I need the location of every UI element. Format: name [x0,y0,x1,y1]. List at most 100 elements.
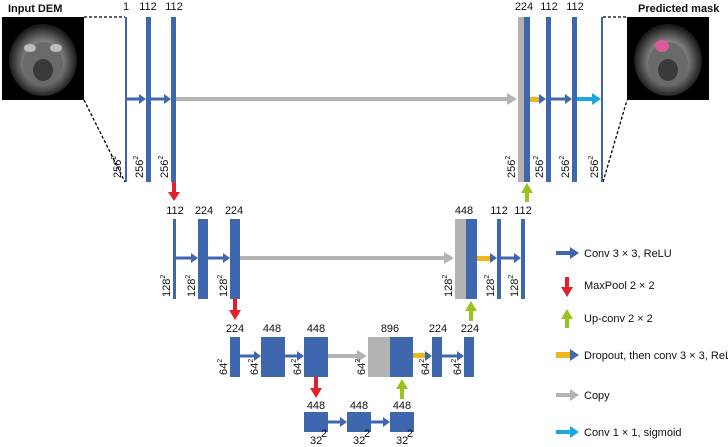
resolution-label: 2562 [533,156,546,178]
block-l0-output [601,17,603,182]
input-label: Input DEM [8,3,62,15]
res-l1-b: 1282 [185,275,198,297]
block-l3-pool [304,412,328,432]
ch-l0-0: 1 [123,1,129,13]
block-l1-conv3 [497,219,501,299]
legend-label-copy: Copy [584,390,610,402]
gray-arrowhead-icon [570,389,579,401]
pool-arrowhead [310,388,322,398]
block-l3-conv1 [347,412,371,432]
res-l0-b: 2562 [133,156,146,178]
resolution-exponent: 2 [451,359,458,363]
ch-l1-3: 448 [455,205,473,217]
ch-l1-1: 224 [195,205,213,217]
res-l3-b-base: 32 [353,435,365,447]
res-l1-d: 1282 [442,275,455,297]
resolution-label: 1282 [508,275,521,297]
legend-label-sigmoid: Conv 1 × 1, sigmoid [584,427,682,439]
ch-l2-1: 448 [263,323,281,335]
resolution-label: 2562 [505,156,518,178]
ch-l2-3: 896 [381,323,399,335]
resolution-label: 2562 [133,156,146,178]
resolution-label: 1282 [442,275,455,297]
dropout-arrowhead [490,253,497,263]
res-l2-b: 642 [248,359,261,375]
res-l0-e: 2562 [533,156,546,178]
resolution-label: 2562 [158,156,171,178]
block-l1-pool [173,219,176,299]
block-l0-copy [518,17,524,182]
res-l2-e: 642 [419,359,432,375]
ch-l1-4: 112 [490,205,508,217]
conv-arrowhead [514,253,521,263]
output-mri-image [627,17,709,100]
block-l0-up [524,17,530,182]
ch-l1-5: 112 [514,205,532,217]
block-l2-up [390,337,413,377]
res-l3-a-base: 32 [310,435,322,447]
legend: Conv 3 × 3, ReLU MaxPool 2 × 2 Up-conv 2… [556,247,728,439]
resolution-exponent: 2 [442,275,449,279]
conv-arrowhead [139,94,146,104]
resolution-exponent: 2 [355,359,362,363]
block-l0-conv4 [572,17,577,182]
legend-item-maxpool: MaxPool 2 × 2 [561,277,655,297]
ch-l3-0: 448 [307,400,325,412]
ch-l1-2: 224 [225,205,243,217]
resolution-label: 1282 [160,275,173,297]
green-arrowhead-icon [561,309,573,319]
res-l3-c: 32 2 [396,428,413,447]
resolution-exponent: 2 [588,156,595,160]
res-l3-a: 32 2 [310,428,327,447]
copy-arrowhead [507,93,517,105]
block-l0-input [125,17,127,182]
pool-arrowhead [168,192,180,201]
res-l1-f: 1282 [508,275,521,297]
copy-arrowhead [444,252,454,264]
ch-l0-3: 224 [515,1,533,13]
resolution-exponent: 2 [248,359,255,363]
conv-arrowhead [383,417,390,427]
dropout-arrow-tail [413,353,425,358]
resolution-exponent: 2 [533,156,540,160]
ch-l1-0: 112 [166,205,184,217]
block-l0-conv3 [546,17,551,182]
dropout-arrow-tail [530,97,539,102]
ch-l0-1: 112 [139,1,157,13]
conv-arrowhead [457,351,464,361]
legend-item-dropout: Dropout, then conv 3 × 3, ReLU [556,349,728,362]
ch-l0-4: 112 [540,1,558,13]
cyan-arrowhead-icon [570,426,579,438]
input-connector-bottom [83,99,126,183]
resolution-exponent: 2 [185,275,192,279]
block-l2-conv3 [432,337,442,377]
resolution-exponent: 2 [111,156,118,160]
res-l1-e: 1282 [484,275,497,297]
resolution-label: 642 [355,359,368,375]
conv-arrowhead [297,351,304,361]
ch-l0-2: 112 [165,1,183,13]
block-l1-conv1 [198,219,208,299]
conv-arrowhead [191,253,198,263]
block-l0-conv1 [146,17,151,182]
resolution-exponent: 2 [505,156,512,160]
resolution-label: 642 [451,359,464,375]
res-l2-f: 642 [451,359,464,375]
upconv-arrowhead [521,183,533,193]
block-l1-up [466,219,477,299]
res-l3-c-base: 32 [396,435,408,447]
res-l1-a: 1282 [160,275,173,297]
upconv-arrowhead [396,379,408,389]
block-l1-copy [455,219,466,299]
block-l3-conv2 [390,412,414,432]
resolution-exponent: 2 [484,275,491,279]
output-label: Predicted mask [638,3,720,15]
resolution-exponent: 2 [419,359,426,363]
block-l2-pool [230,337,240,377]
res-l2-a: 642 [217,359,230,375]
dropout-arrowhead [539,94,546,104]
res-l3-c-exp: 2 [407,428,413,440]
resolution-exponent: 2 [160,275,167,279]
ch-l2-4: 224 [429,323,447,335]
